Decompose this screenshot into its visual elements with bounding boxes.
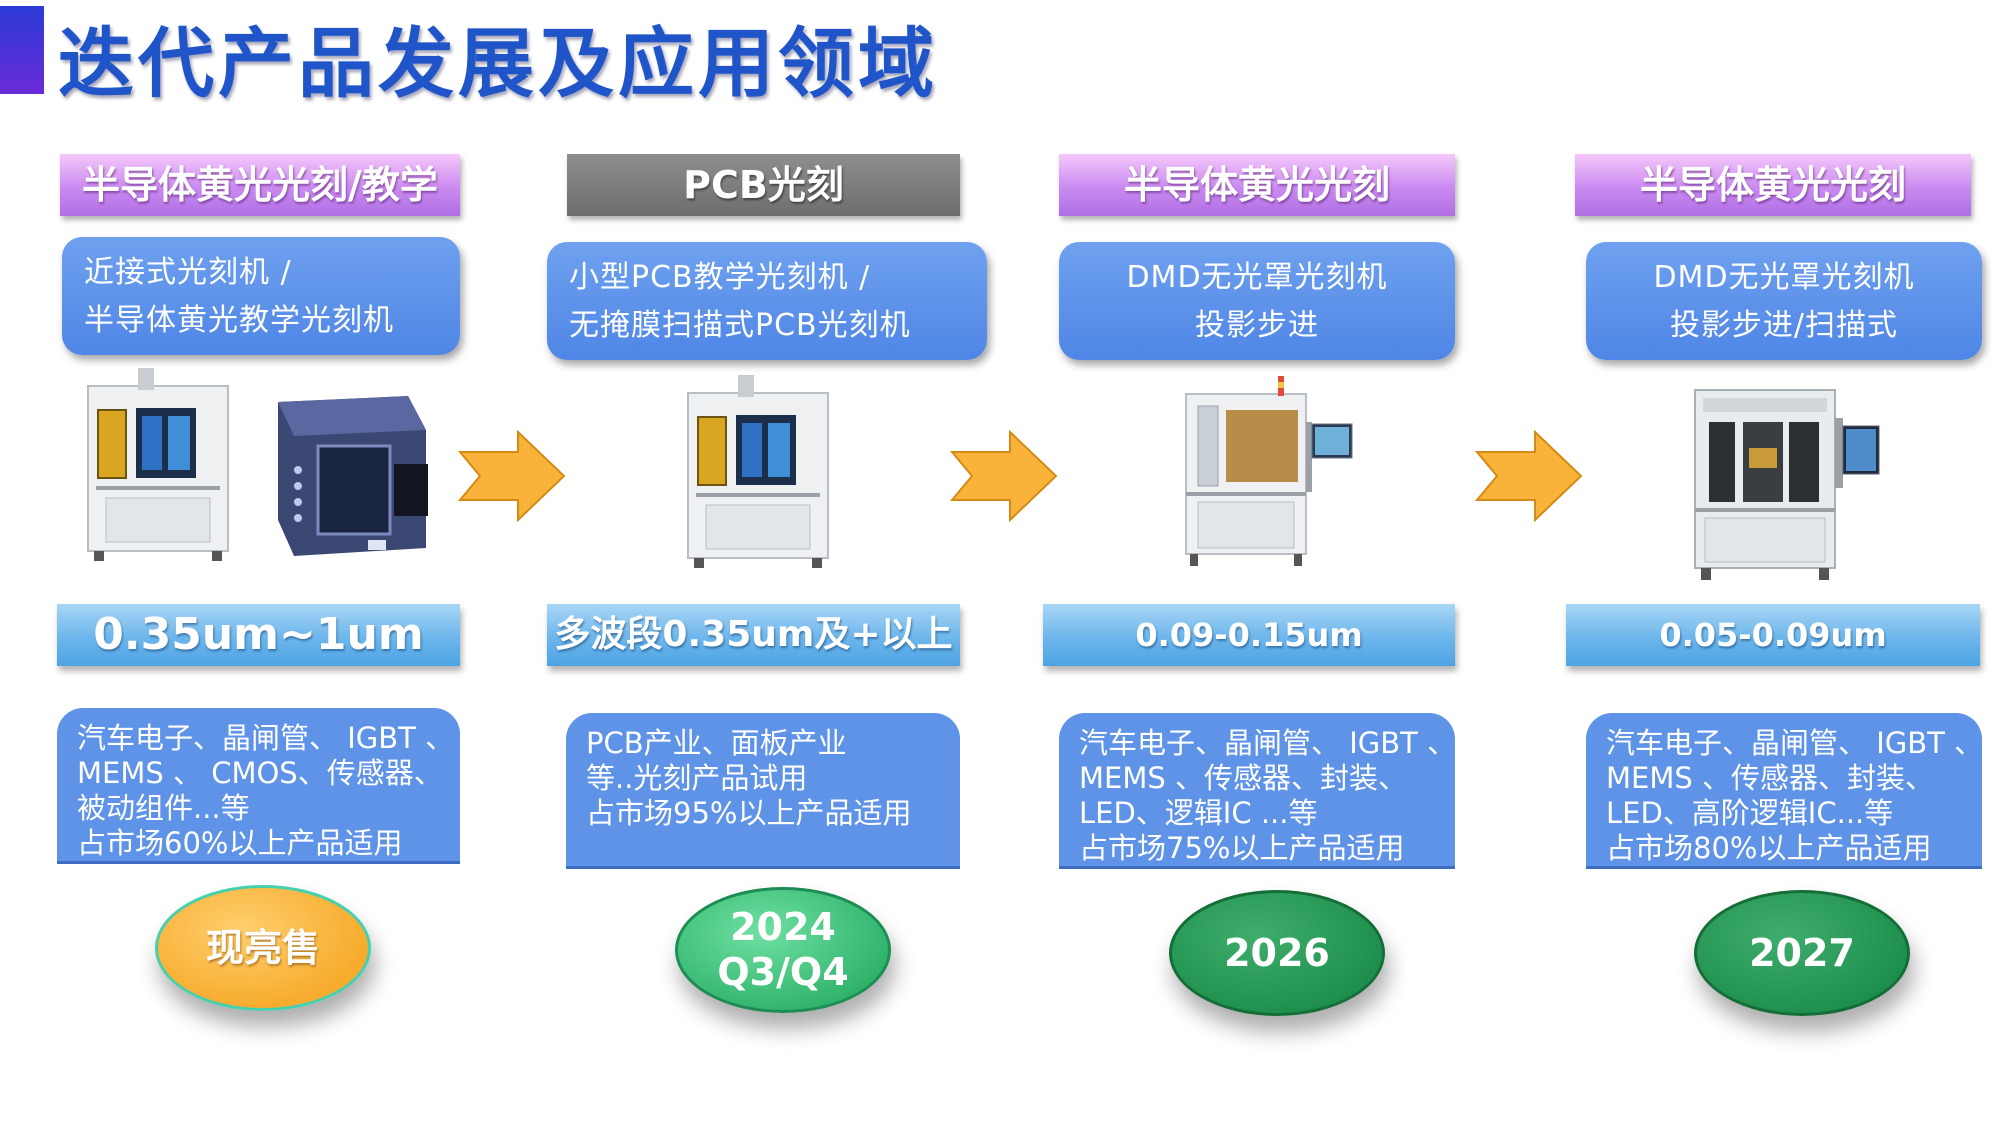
stage-2-applications: PCB产业、面板产业 等..光刻产品试用 占市场95%以上产品适用: [566, 713, 960, 869]
stage-3-app-line-4: 占市场75%以上产品适用: [1079, 831, 1405, 865]
stage-1-machine-image-proximity: [87, 368, 229, 561]
stage-2-category: PCB光刻: [567, 154, 960, 216]
stage-2-app-line-2: 等..光刻产品试用: [586, 761, 808, 795]
stage-2-name-line-2: 无掩膜扫描式PCB光刻机: [569, 308, 911, 343]
stage-4-machine-image: [1694, 389, 1880, 580]
stage-3-resolution-spec: 0.09-0.15um: [1043, 604, 1455, 666]
stage-4-category: 半导体黄光光刻: [1575, 154, 1971, 216]
arrow-right-icon-1: [458, 430, 566, 522]
stage-1-name-line-1: 近接式光刻机 /: [84, 255, 292, 290]
stage-3-name-line-2: 投影步进: [1195, 308, 1319, 343]
stage-2-app-line-1: PCB产业、面板产业: [586, 726, 847, 760]
stage-2-badge-line-2: Q3/Q4: [717, 950, 849, 994]
stage-3-category: 半导体黄光光刻: [1059, 154, 1455, 216]
stage-4-status-badge: 2027: [1694, 890, 1910, 1016]
stage-1-resolution-spec: 0.35um~1um: [57, 604, 460, 666]
stage-1-machine-name: 近接式光刻机 / 半导体黄光教学光刻机: [62, 237, 460, 355]
stage-2-app-line-3: 占市场95%以上产品适用: [586, 796, 912, 830]
stage-3-machine-name: DMD无光罩光刻机 投影步进: [1059, 242, 1455, 360]
stage-3-app-line-3: LED、逻辑IC ...等: [1079, 796, 1318, 830]
stage-1-app-line-2: MEMS 、 CMOS、传感器、: [77, 756, 443, 790]
stage-4-name-line-2: 投影步进/扫描式: [1669, 308, 1899, 343]
stage-4-name-line-1: DMD无光罩光刻机: [1653, 260, 1915, 295]
stage-2-machine-image: [687, 375, 829, 568]
stage-1-app-line-1: 汽车电子、晶闸管、 IGBT 、: [77, 721, 455, 755]
stage-4-app-line-2: MEMS 、传感器、封装、: [1606, 761, 1934, 795]
title-accent-bar: [0, 6, 44, 94]
stage-1-machine-image-teaching: [278, 396, 428, 556]
stage-1-app-line-4: 占市场60%以上产品适用: [77, 826, 403, 860]
stage-2-name-line-1: 小型PCB教学光刻机 /: [569, 260, 871, 295]
stage-3-status-badge: 2026: [1169, 890, 1385, 1016]
stage-3-app-line-1: 汽车电子、晶闸管、 IGBT 、: [1079, 726, 1455, 760]
stage-4-machine-name: DMD无光罩光刻机 投影步进/扫描式: [1586, 242, 1982, 360]
stage-2-resolution-spec: 多波段0.35um及+以上: [547, 604, 960, 666]
stage-2-badge-line-1: 2024: [730, 905, 836, 949]
arrow-right-icon-3: [1475, 430, 1583, 522]
stage-2-status-badge: 2024 Q3/Q4: [675, 887, 891, 1013]
page-title: 迭代产品发展及应用领域: [58, 19, 938, 108]
stage-3-applications: 汽车电子、晶闸管、 IGBT 、 MEMS 、传感器、封装、 LED、逻辑IC …: [1059, 713, 1455, 869]
stage-3-machine-image: [1185, 376, 1353, 566]
stage-1-app-line-3: 被动组件...等: [77, 791, 250, 825]
stage-1-category: 半导体黄光光刻/教学: [60, 154, 460, 216]
stage-4-app-line-3: LED、高阶逻辑IC...等: [1606, 796, 1894, 830]
stage-3-app-line-2: MEMS 、传感器、封装、: [1079, 761, 1407, 795]
stage-1-badge-line-1: 现亮售: [205, 925, 320, 970]
stage-4-app-line-1: 汽车电子、晶闸管、 IGBT 、: [1606, 726, 1982, 760]
arrow-right-icon-2: [950, 430, 1058, 522]
stage-4-applications: 汽车电子、晶闸管、 IGBT 、 MEMS 、传感器、封装、 LED、高阶逻辑I…: [1586, 713, 1982, 869]
stage-3-badge-line-1: 2026: [1224, 930, 1330, 975]
stage-4-badge-line-1: 2027: [1749, 930, 1855, 975]
stage-4-app-line-4: 占市场80%以上产品适用: [1606, 831, 1932, 865]
stage-3-name-line-1: DMD无光罩光刻机: [1126, 260, 1388, 295]
stage-1-applications: 汽车电子、晶闸管、 IGBT 、 MEMS 、 CMOS、传感器、 被动组件..…: [57, 708, 460, 864]
stage-2-machine-name: 小型PCB教学光刻机 / 无掩膜扫描式PCB光刻机: [547, 242, 987, 360]
stage-1-name-line-2: 半导体黄光教学光刻机: [84, 303, 394, 338]
stage-1-status-badge: 现亮售: [155, 885, 371, 1011]
stage-4-resolution-spec: 0.05-0.09um: [1566, 604, 1980, 666]
